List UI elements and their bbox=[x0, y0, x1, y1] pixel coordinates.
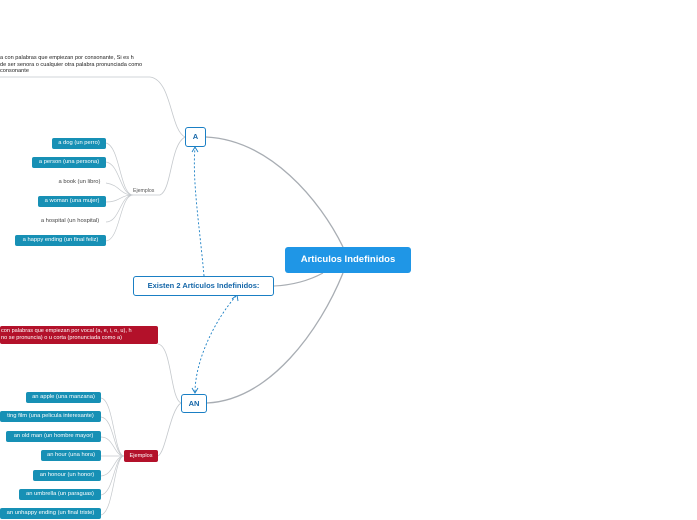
a-example-hospital[interactable]: a hospital (un hospital) bbox=[40, 218, 100, 224]
a-example-book[interactable]: a book (un libro) bbox=[58, 179, 101, 185]
an-examples-label[interactable]: Ejemplos bbox=[124, 450, 158, 462]
a-example-woman[interactable]: a woman (una mujer) bbox=[38, 196, 106, 207]
a-example-happy-ending[interactable]: a happy ending (un final feliz) bbox=[15, 235, 106, 246]
a-example-dog[interactable]: a dog (un perro) bbox=[52, 138, 106, 149]
a-rule-line-3: consonante bbox=[0, 68, 29, 75]
an-example-honour[interactable]: an honour (un honor) bbox=[33, 470, 101, 481]
an-rule-note[interactable]: con palabras que empiezan por vocal (a, … bbox=[0, 326, 158, 344]
a-rule-note[interactable]: a con palabras que empiezan por consonan… bbox=[0, 55, 160, 75]
a-example-person[interactable]: a person (una persona) bbox=[32, 157, 106, 168]
central-topic[interactable]: Articulos Indefinidos bbox=[285, 247, 411, 273]
a-rule-line-1: a con palabras que empiezan por consonan… bbox=[0, 55, 134, 61]
an-example-umbrella[interactable]: an umbrella (un paraguas) bbox=[19, 489, 101, 500]
a-rule-line-2: de ser senora o cualquier otra palabra p… bbox=[0, 61, 143, 68]
an-rule-line-2: no se pronuncia) o u corta (pronunciada … bbox=[1, 335, 122, 341]
an-example-unhappy-ending[interactable]: an unhappy ending (un final triste) bbox=[0, 508, 101, 519]
a-examples-label[interactable]: Ejemplos bbox=[133, 188, 155, 194]
a-node[interactable]: A bbox=[185, 127, 206, 147]
an-rule-line-1: con palabras que empiezan por vocal (a, … bbox=[1, 328, 132, 334]
intro-node[interactable]: Existen 2 Artículos Indefinidos: bbox=[133, 276, 274, 296]
an-example-old-man[interactable]: an old man (un hombre mayor) bbox=[6, 431, 101, 442]
an-node[interactable]: AN bbox=[181, 394, 207, 413]
an-example-film[interactable]: ting film (una pelicula interesante) bbox=[0, 411, 101, 422]
an-example-hour[interactable]: an hour (una hora) bbox=[41, 450, 101, 461]
an-example-apple[interactable]: an apple (una manzana) bbox=[26, 392, 101, 403]
